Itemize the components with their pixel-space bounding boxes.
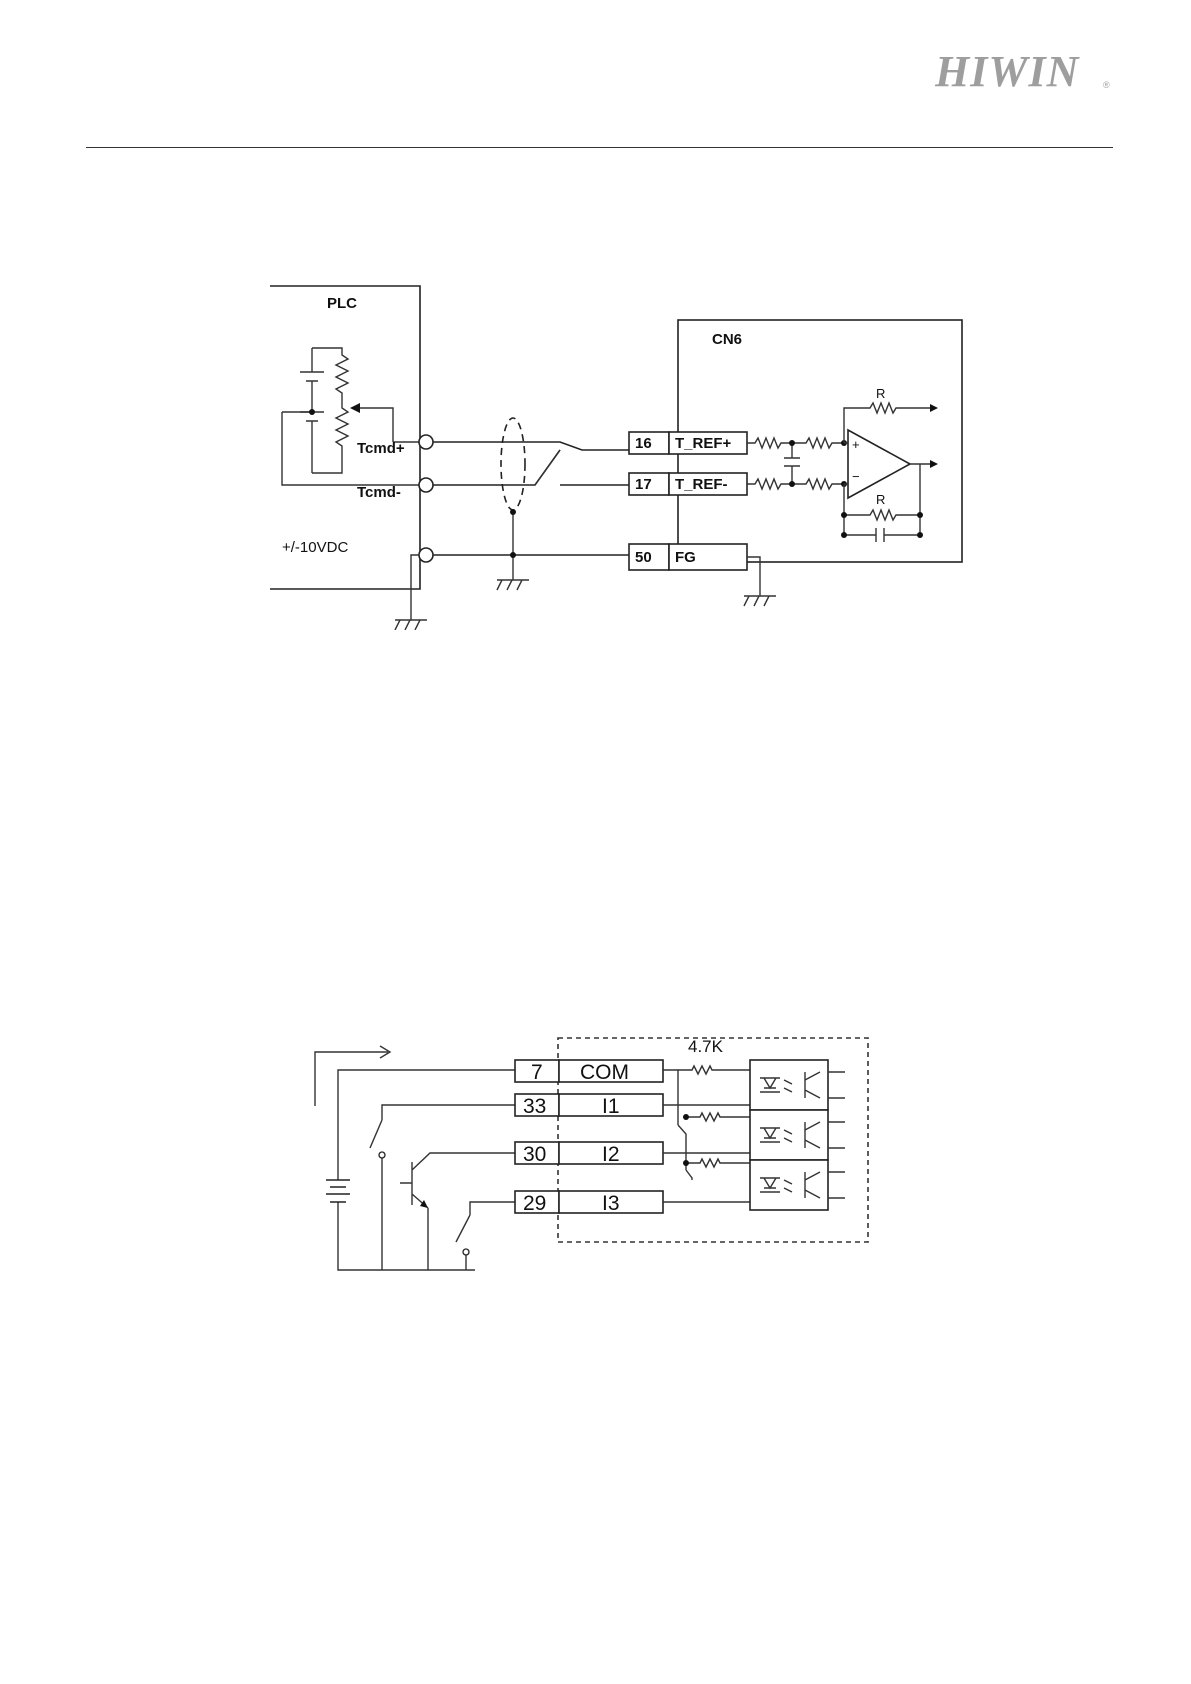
supply-wiring — [338, 1070, 515, 1270]
transistor-i2 — [400, 1153, 515, 1270]
pin-signal: FG — [675, 549, 696, 566]
pin-number: 29 — [523, 1192, 546, 1215]
switch-contact — [463, 1249, 469, 1255]
potentiometer — [312, 348, 348, 473]
tcmd-plus-label: Tcmd+ — [357, 440, 405, 457]
opamp-minus: − — [852, 469, 860, 484]
optocoupler-icon — [750, 1110, 828, 1160]
pin-number: 50 — [635, 549, 652, 566]
pin-number: 33 — [523, 1095, 546, 1118]
filter-capacitor — [784, 443, 800, 484]
pin-signal: T_REF- — [675, 476, 728, 493]
shield-ellipse — [501, 418, 525, 510]
junction-dot — [510, 552, 516, 558]
terminal-tcmd-minus — [419, 478, 433, 492]
pin-signal: I3 — [602, 1192, 620, 1215]
plc-ground-icon — [395, 620, 420, 630]
cn6-label: CN6 — [712, 331, 742, 348]
shield-dot — [510, 509, 516, 515]
resistor-value: 4.7K — [688, 1037, 724, 1056]
plc-label: PLC — [327, 295, 357, 312]
header-divider — [86, 147, 1113, 148]
wire-pin17 — [433, 450, 629, 485]
ref-arrow-icon — [930, 404, 938, 412]
switch-i1 — [370, 1105, 515, 1270]
resistor-network-minus — [747, 479, 844, 489]
brand-name: HIWIN — [935, 47, 1081, 94]
shield-drain-wire — [497, 512, 529, 580]
pin-number: 7 — [531, 1061, 543, 1084]
optocoupler-output-lines — [828, 1072, 845, 1198]
junction-dot — [841, 512, 847, 518]
pin-number: 30 — [523, 1143, 546, 1166]
pin-number: 17 — [635, 476, 652, 493]
optocoupler-icon — [750, 1160, 828, 1210]
plc-torque-command-diagram: PLC Tcmd+ Tcmd- +/-10VDC CN6 — [260, 280, 970, 630]
resistor-2 — [686, 1113, 750, 1121]
resistor-label-bottom: R — [876, 492, 885, 507]
hiwin-logo: HIWIN ® — [935, 46, 1115, 94]
pin-signal: I2 — [602, 1143, 620, 1166]
fg-ground-icon — [744, 596, 769, 606]
wiper-arrow-icon — [350, 403, 360, 413]
battery-icon — [326, 1180, 350, 1202]
plc-ground-wire — [395, 555, 427, 620]
terminal-ground — [419, 548, 433, 562]
opamp-plus: + — [852, 437, 860, 452]
junction-dot — [683, 1114, 689, 1120]
pin-number: 16 — [635, 435, 652, 452]
pin-signal: I1 — [602, 1095, 620, 1118]
tcmd-minus-label: Tcmd- — [357, 484, 401, 501]
optocoupler-icon — [750, 1060, 828, 1110]
wire-pin16 — [433, 442, 629, 450]
resistor-3 — [686, 1159, 750, 1167]
wiper-wire — [354, 408, 393, 442]
pin-signal: T_REF+ — [675, 435, 732, 452]
output-arrow-icon — [930, 460, 938, 468]
junction-dot — [841, 532, 847, 538]
resistor-network-plus — [747, 438, 844, 448]
switch-i3 — [456, 1202, 515, 1270]
junction-dot — [917, 512, 923, 518]
junction-dot — [309, 409, 315, 415]
junction-dot — [789, 440, 795, 446]
terminal-tcmd-plus — [419, 435, 433, 449]
current-arrow — [315, 1052, 388, 1106]
resistor-label-top: R — [876, 386, 885, 401]
pin-signal: COM — [580, 1061, 629, 1084]
shield-ground-icon — [497, 580, 522, 590]
resistor-1 — [678, 1066, 750, 1074]
voltage-label: +/-10VDC — [282, 539, 348, 556]
junction-dot — [917, 532, 923, 538]
junction-dot — [683, 1160, 689, 1166]
twist-icon — [535, 450, 560, 485]
registered-mark: ® — [1103, 80, 1110, 90]
junction-dot — [789, 481, 795, 487]
fg-ground-wire — [744, 557, 776, 596]
digital-input-diagram: 7 COM 33 I1 30 I2 29 I3 4.7K — [300, 1030, 880, 1286]
switch-contact — [379, 1152, 385, 1158]
